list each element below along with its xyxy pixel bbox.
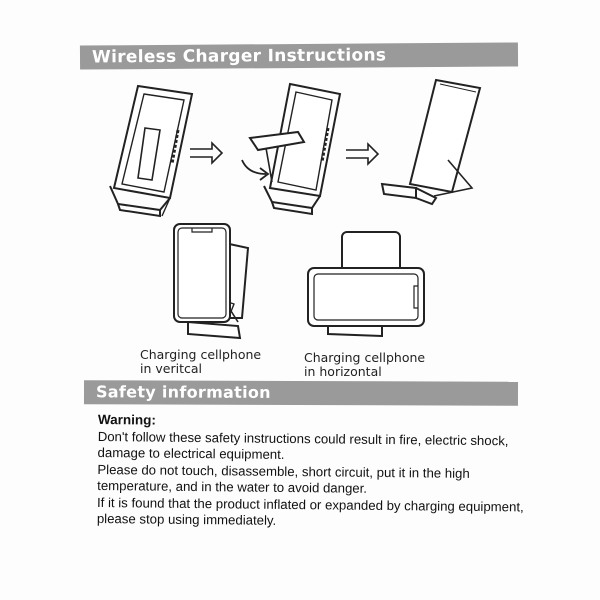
- arrow-right-icon: [346, 142, 380, 166]
- caption-horizontal-line2: in horizontal: [304, 364, 382, 379]
- safety-banner: Safety information: [83, 380, 519, 406]
- phone-vertical-diagram: [173, 223, 250, 340]
- step1-stand-folded-diagram: [109, 84, 194, 218]
- caption-horizontal: Charging cellphone in horizontal: [304, 351, 425, 379]
- safety-paragraph: Please do not touch, disassemble, short …: [97, 461, 470, 496]
- page-title: Wireless Charger Instructions: [91, 45, 387, 68]
- caption-vertical-line2: in veritcal: [140, 361, 202, 376]
- arrow-right-icon: [190, 141, 224, 165]
- step2-open-stand-diagram: [241, 82, 342, 216]
- safety-text: Warning: Don't follow these safety instr…: [97, 412, 528, 532]
- phone-horizontal-diagram: [307, 231, 425, 338]
- step3-stand-upright-diagram: [380, 78, 482, 206]
- caption-horizontal-line1: Charging cellphone: [304, 350, 426, 365]
- safety-paragraph: Don't follow these safety instructions c…: [97, 428, 509, 462]
- safety-paragraph: If it is found that the product inflated…: [96, 494, 524, 528]
- caption-vertical: Charging cellphone in veritcal: [140, 348, 261, 376]
- caption-vertical-line1: Charging cellphone: [140, 347, 262, 362]
- safety-title: Safety information: [95, 382, 271, 402]
- title-banner: Wireless Charger Instructions: [79, 42, 519, 70]
